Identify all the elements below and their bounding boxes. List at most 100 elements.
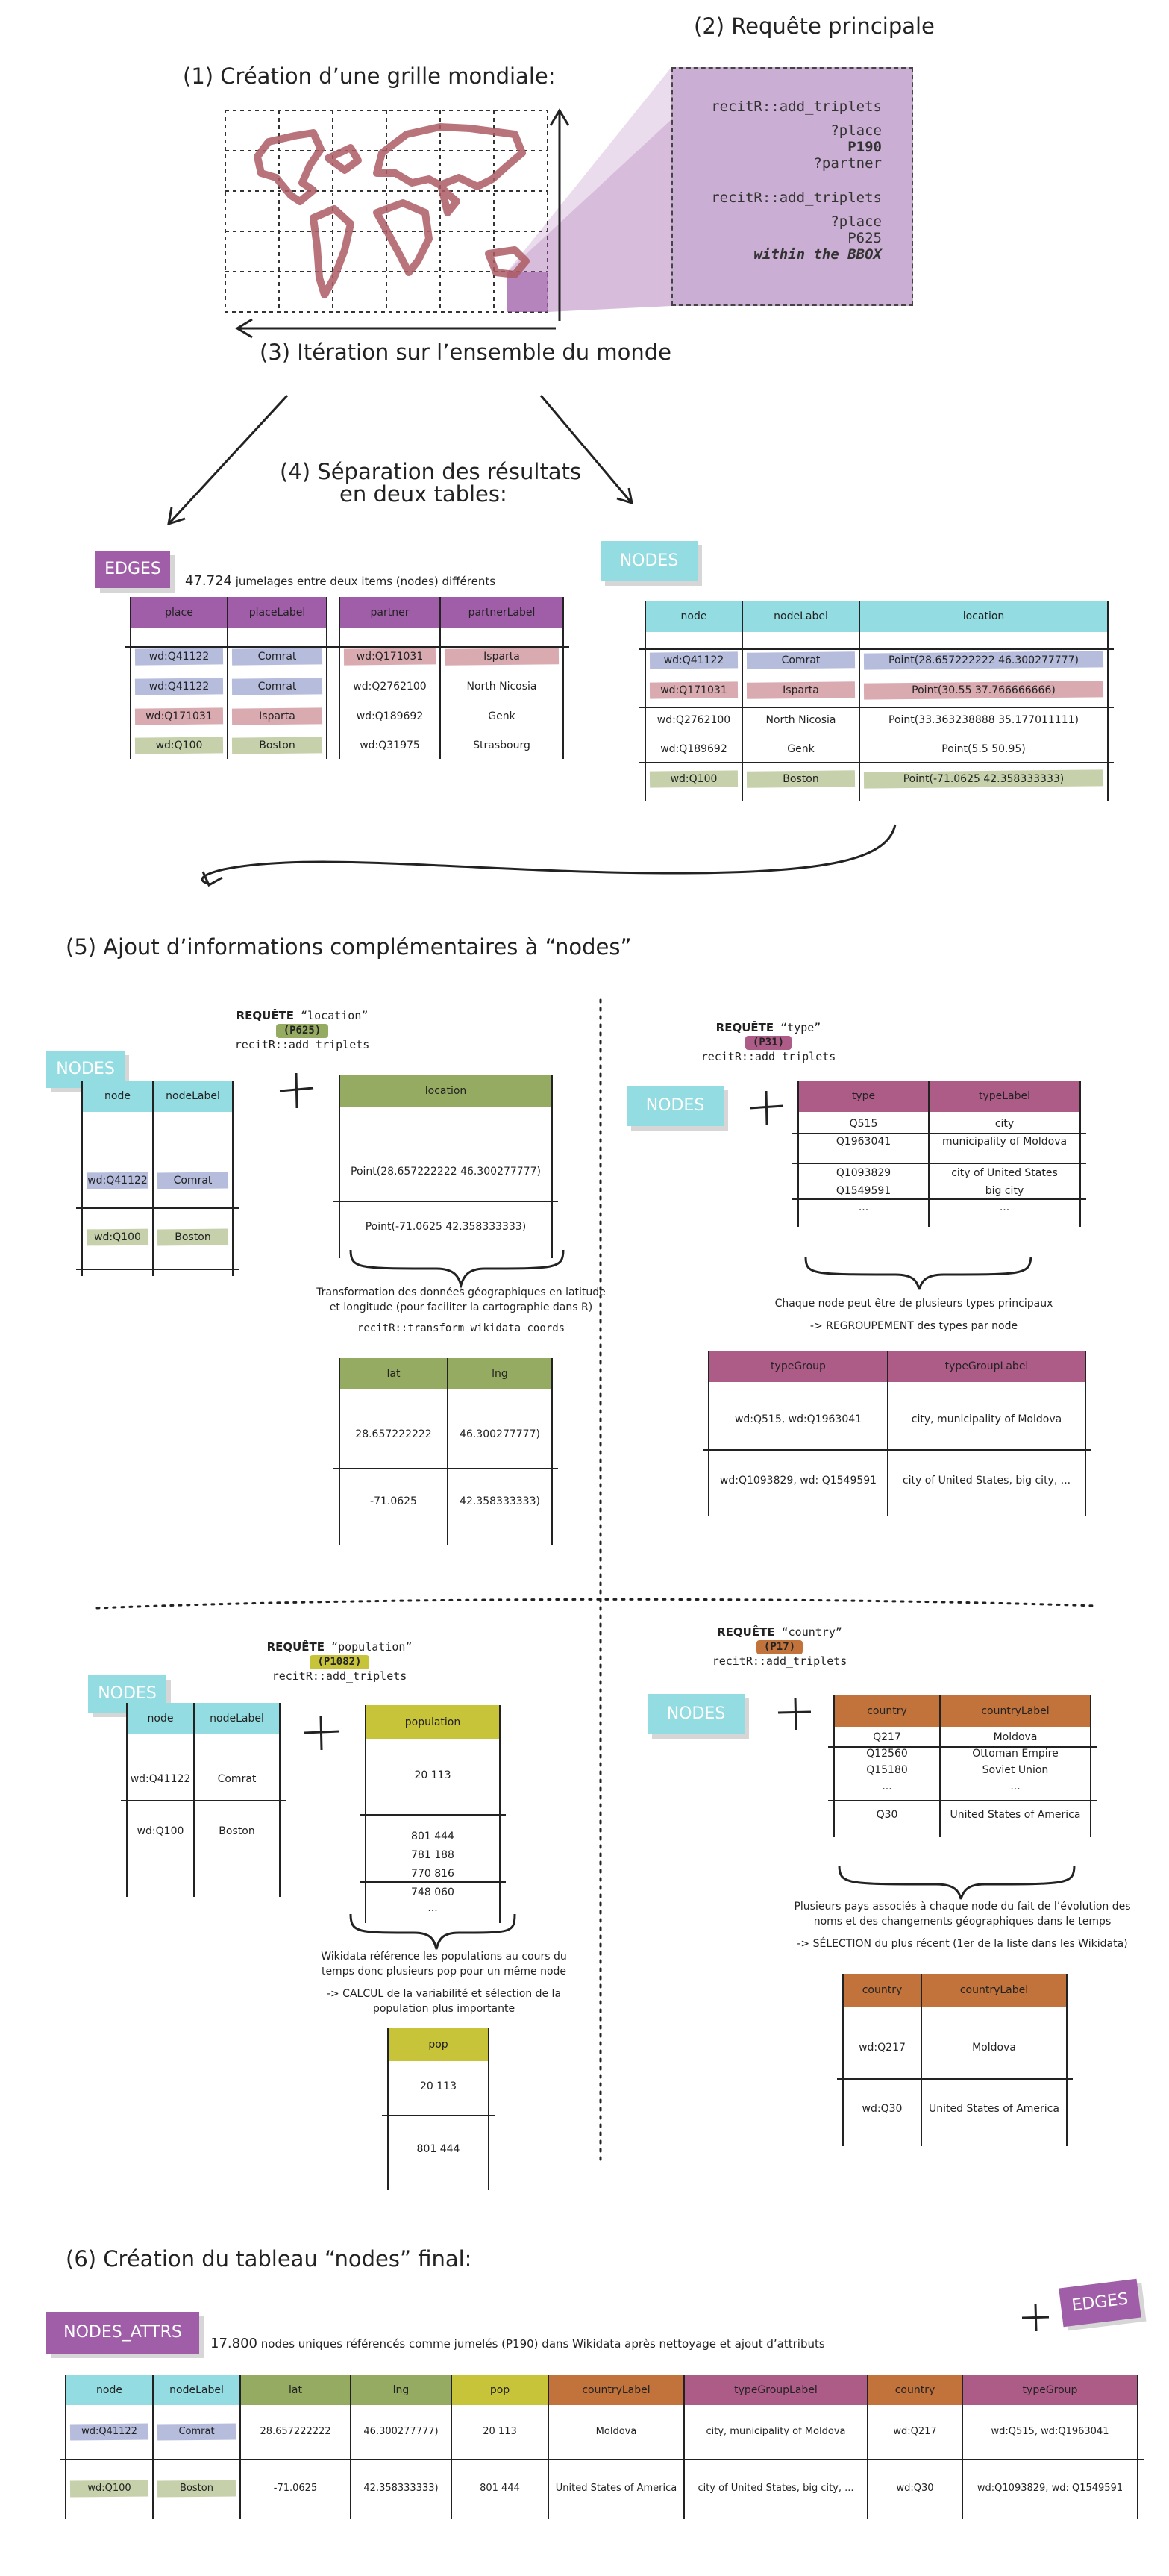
nodes-cell: Comrat [781,654,821,666]
type-cell: Q515 [849,1118,878,1130]
latlng-cell: -71.0625 [370,1495,417,1507]
table-grid-line [645,601,646,801]
note-line: Plusieurs pays associés à chaque node du… [794,1901,1131,1913]
edges-cell: Isparta [259,710,295,722]
query1-fn: recitR::add_triplets [711,99,882,115]
country-header [834,1695,1091,1727]
final-summary: 17.800 nodes uniques référencés comme ju… [210,2336,825,2351]
step4-title-line2: en deux tables: [339,481,507,507]
query1-object: ?partner [813,155,882,172]
loc-header [339,1075,552,1107]
loc-nodes-column-header: nodeLabel [166,1090,220,1102]
nodes-attrs-tag: NODES_ATTRS [46,2312,199,2354]
type-cell: big city [985,1185,1024,1197]
table-grid-line [962,2375,963,2519]
pop-nodes-cell: Comrat [217,1773,257,1785]
table-grid-line [488,2028,489,2190]
table-grid-line [447,1358,448,1545]
nodes-tag-type: NODES [627,1086,724,1126]
pop2-cell: 20 113 [420,2081,457,2092]
latlng-column-header: lng [492,1368,508,1380]
pop-cell: 748 060 [411,1886,454,1898]
table-grid-line [333,646,569,648]
country-cell: ... [1010,1781,1021,1792]
table-grid-line [232,1081,234,1276]
table-grid-line [833,1695,835,1837]
table-grid-line [382,2115,495,2116]
final-desc: nodes uniques référencés comme jumelés (… [260,2337,825,2351]
table-grid-line [125,646,333,648]
type-cell: Q1093829 [836,1167,891,1179]
final-cell: Boston [180,2483,213,2494]
loc-nodes-cell: wd:Q41122 [87,1175,148,1187]
nodes-cell: Isparta [783,684,819,696]
query-wedge [507,67,671,312]
query1-subject: ?place [830,122,882,139]
typegroup-cell: wd:Q1093829, wd: Q1549591 [719,1475,877,1486]
note-line: Transformation des données géographiques… [316,1287,606,1298]
nodes-cell: Genk [787,743,815,755]
edges-partner-column-header: partnerLabel [468,607,536,619]
country-cell: Ottoman Empire [972,1748,1059,1760]
edges-partner-cell: wd:Q31975 [360,740,420,751]
table-grid-line [121,1800,286,1801]
population-request: REQUÊTE “population” (P1082) recitR::add… [257,1640,421,1684]
loc-nodes-cell: wd:Q100 [94,1231,141,1243]
table-grid-line [548,2375,549,2519]
edges-partner-cell: Genk [488,710,515,722]
edges-partner-cell: wd:Q2762100 [353,681,427,693]
final-cell: wd:Q515, wd:Q1963041 [991,2426,1109,2437]
table-grid-line [339,1358,340,1545]
final-cell: wd:Q1093829, wd: Q1549591 [977,2483,1123,2494]
typegroup-column-header: typeGroup [771,1360,826,1372]
edges-partner-cell: Isparta [483,651,520,663]
type-cell: municipality of Moldova [941,1136,1068,1148]
final-cell: city of United States, big city, ... [698,2483,854,2494]
location-note: Transformation des données géographiques… [312,1285,610,1336]
table-grid-line [797,1081,799,1227]
table-grid-line [939,1695,941,1837]
pop-header [366,1705,500,1739]
note-line: -> CALCUL de la variabilité et sélection… [326,1988,562,2000]
table-grid-line [439,597,441,759]
nodes-cell: Point(-71.0625 42.358333333) [903,773,1065,785]
pop2-column-header: pop [428,2039,448,2051]
axis-arrows [167,108,897,887]
type-request: REQUÊTE “type” (P31) recitR::add_triplet… [686,1021,850,1064]
final-cell: wd:Q41122 [81,2426,137,2437]
final-column-header: countryLabel [582,2384,651,2396]
country-cell: Moldova [993,1731,1038,1743]
table-grid-line [360,1814,506,1816]
final-header-cell-bg [351,2375,451,2405]
table-grid-line [867,2375,868,2519]
request-fn: recitR::add_triplets [701,1050,836,1063]
final-column-header: country [894,2384,935,2396]
query2-subject: ?place [830,213,882,230]
note-line: noms et des changements géographiques da… [813,1916,1112,1928]
step6-title: (6) Création du tableau “nodes” final: [66,2246,472,2272]
table-grid-line [81,1081,83,1276]
table-grid-line [928,1081,930,1227]
final-cell: 801 444 [480,2483,520,2494]
request-word: REQUÊTE [715,1021,774,1034]
table-grid-line [562,597,564,759]
final-cell: United States of America [555,2483,677,2494]
request-word: REQUÊTE [236,1009,295,1022]
table-grid-line [339,597,340,759]
final-cell: wd:Q217 [893,2426,937,2437]
bbox-cell [507,272,548,312]
edges-column-header: place [165,607,193,619]
pop-cell: 770 816 [411,1868,454,1880]
table-grid-line [65,2375,66,2519]
table-grid-line [842,1974,844,2146]
note-line: population plus importante [372,2003,515,2015]
table-grid-line [1079,1081,1081,1227]
country2-column-header: countryLabel [959,1984,1029,1996]
nodes-cell: wd:Q189692 [660,743,727,755]
table-grid-line [703,1449,1091,1451]
edges-partner-cell: Strasbourg [473,740,530,751]
edges-tag: EDGES [95,551,170,588]
nodes-cell: wd:Q100 [670,773,718,785]
edges-cell: wd:Q100 [155,740,203,751]
pop-column-header: population [404,1716,461,1728]
